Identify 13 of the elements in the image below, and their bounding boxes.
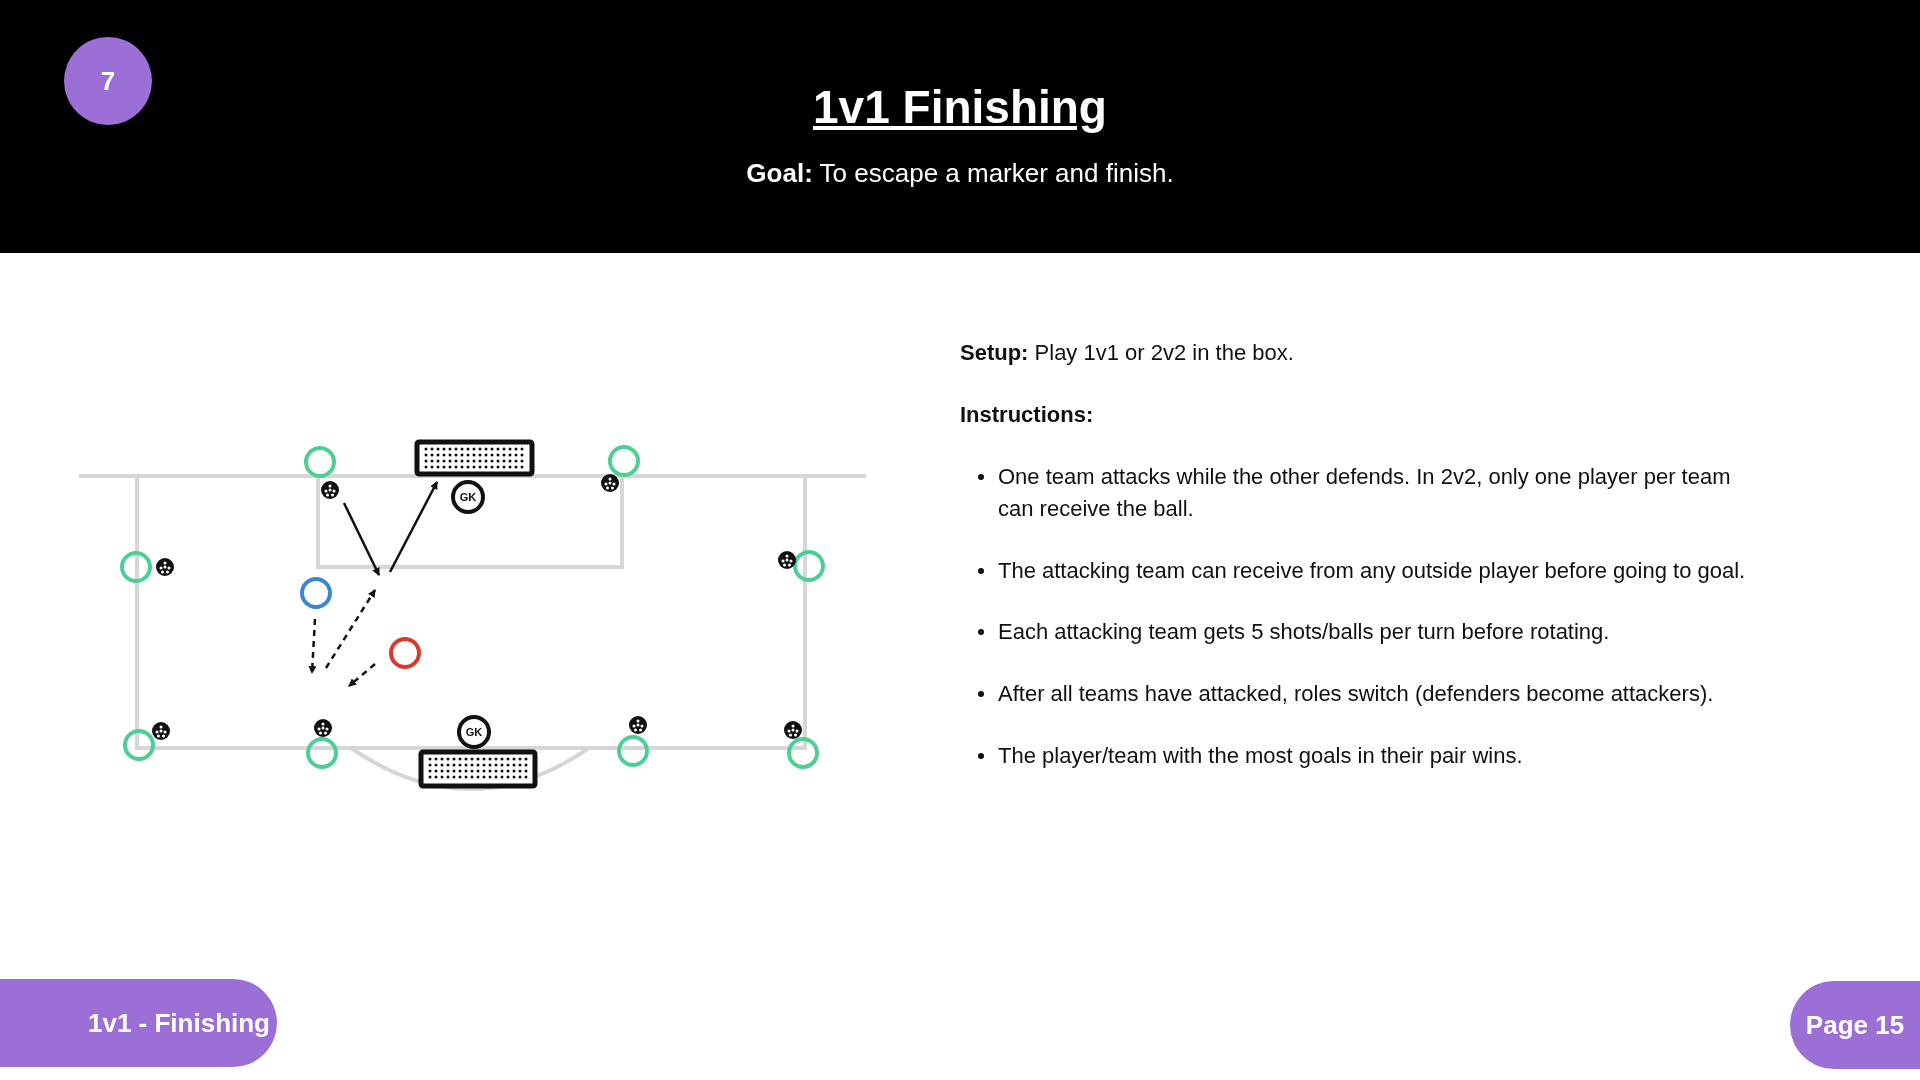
footer-tab: 1v1 - Finishing bbox=[0, 979, 277, 1067]
instruction-text: The player/team with the most goals in their pair wins. bbox=[998, 743, 1523, 768]
goalkeeper-marker: GK bbox=[451, 480, 485, 514]
goalkeeper-marker: GK bbox=[457, 715, 491, 749]
page-number-tab: Page 15 bbox=[1790, 981, 1920, 1069]
instruction-text: After all teams have attacked, roles switch (defenders become attackers). bbox=[998, 681, 1714, 706]
instruction-text: The attacking team can receive from any outside player before going to goal. bbox=[998, 558, 1746, 583]
setup-text: Setup: Play 1v1 or 2v2 in the box. bbox=[960, 339, 1294, 367]
goal-text: Goal: To escape a marker and finish. bbox=[746, 158, 1174, 189]
instruction-text: Each attacking team gets 5 shots/balls per turn before rotating. bbox=[998, 619, 1610, 644]
instruction-text: One team attacks while the other defends. In 2v2, only one player per team can receive the ball. bbox=[998, 464, 1731, 521]
instructions-heading: Instructions: bbox=[960, 401, 1094, 429]
title: 1v1 Finishing bbox=[813, 80, 1107, 134]
